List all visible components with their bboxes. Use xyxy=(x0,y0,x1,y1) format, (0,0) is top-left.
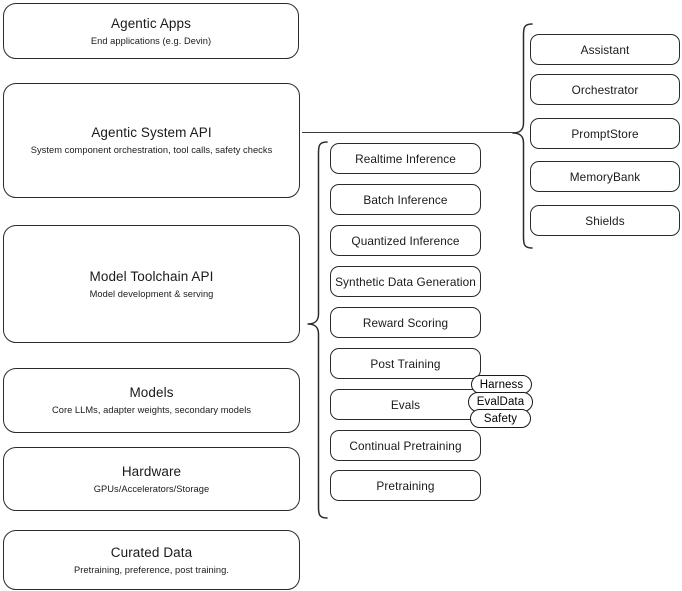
eval-tag-evaldata[interactable]: EvalData xyxy=(468,392,533,412)
capability-box-synthetic-data-generation[interactable]: Synthetic Data Generation xyxy=(330,266,481,297)
component-box-memorybank[interactable]: MemoryBank xyxy=(530,161,680,192)
component-box-orchestrator[interactable]: Orchestrator xyxy=(530,74,680,105)
capability-box-post-training[interactable]: Post Training xyxy=(330,348,481,379)
layer-title: Hardware xyxy=(121,463,182,479)
layer-subtitle: Model development & serving xyxy=(89,288,214,299)
capability-box-pretraining[interactable]: Pretraining xyxy=(330,470,481,501)
capability-label: Batch Inference xyxy=(363,192,448,207)
layer-subtitle: GPUs/Accelerators/Storage xyxy=(93,483,210,494)
component-box-shields[interactable]: Shields xyxy=(530,205,680,236)
connector-line-agentic-system-api xyxy=(302,132,514,134)
capability-label: Pretraining xyxy=(376,478,435,493)
capability-label: Post Training xyxy=(370,356,441,371)
component-label: Orchestrator xyxy=(571,82,639,97)
layer-title: Model Toolchain API xyxy=(89,268,214,284)
layer-box-agentic-apps[interactable]: Agentic Apps End applications (e.g. Devi… xyxy=(3,3,299,59)
layer-subtitle: Pretraining, preference, post training. xyxy=(74,564,229,575)
capability-label: Reward Scoring xyxy=(362,315,449,330)
layer-box-curated-data[interactable]: Curated Data Pretraining, preference, po… xyxy=(3,530,300,590)
layer-title: Models xyxy=(129,385,174,400)
eval-tag-safety[interactable]: Safety xyxy=(470,409,531,428)
layer-title: Curated Data xyxy=(110,544,193,560)
capability-label: Evals xyxy=(390,397,421,412)
layer-title: Agentic Apps xyxy=(110,15,191,31)
capability-label: Synthetic Data Generation xyxy=(335,274,476,289)
layer-box-model-toolchain-api[interactable]: Model Toolchain API Model development & … xyxy=(3,225,300,343)
layer-subtitle: Core LLMs, adapter weights, secondary mo… xyxy=(51,405,252,415)
component-label: PromptStore xyxy=(571,126,639,141)
layer-box-models[interactable]: Models Core LLMs, adapter weights, secon… xyxy=(3,368,300,433)
capability-label: Continual Pretraining xyxy=(349,438,462,453)
layer-box-agentic-system-api[interactable]: Agentic System API System component orch… xyxy=(3,83,300,198)
component-box-promptstore[interactable]: PromptStore xyxy=(530,118,680,149)
eval-tag-label: EvalData xyxy=(476,396,525,408)
brace-model-toolchain xyxy=(305,140,329,520)
layer-subtitle: End applications (e.g. Devin) xyxy=(90,35,212,46)
eval-tag-label: Safety xyxy=(483,412,518,425)
capability-label: Realtime Inference xyxy=(355,151,456,166)
capability-box-evals[interactable]: Evals xyxy=(330,389,481,420)
layer-subtitle: System component orchestration, tool cal… xyxy=(30,145,273,155)
layer-box-hardware[interactable]: Hardware GPUs/Accelerators/Storage xyxy=(3,447,300,511)
eval-tag-label: Harness xyxy=(479,378,524,391)
capability-box-batch-inference[interactable]: Batch Inference xyxy=(330,184,481,215)
capability-label: Quantized Inference xyxy=(351,233,460,248)
capability-box-reward-scoring[interactable]: Reward Scoring xyxy=(330,307,481,338)
capability-box-realtime-inference[interactable]: Realtime Inference xyxy=(330,143,481,174)
component-box-assistant[interactable]: Assistant xyxy=(530,34,680,65)
layer-title: Agentic System API xyxy=(91,125,212,140)
component-label: MemoryBank xyxy=(569,169,641,184)
component-label: Shields xyxy=(585,213,625,228)
component-label: Assistant xyxy=(580,42,630,57)
capability-box-quantized-inference[interactable]: Quantized Inference xyxy=(330,225,481,256)
capability-box-continual-pretraining[interactable]: Continual Pretraining xyxy=(330,430,481,461)
